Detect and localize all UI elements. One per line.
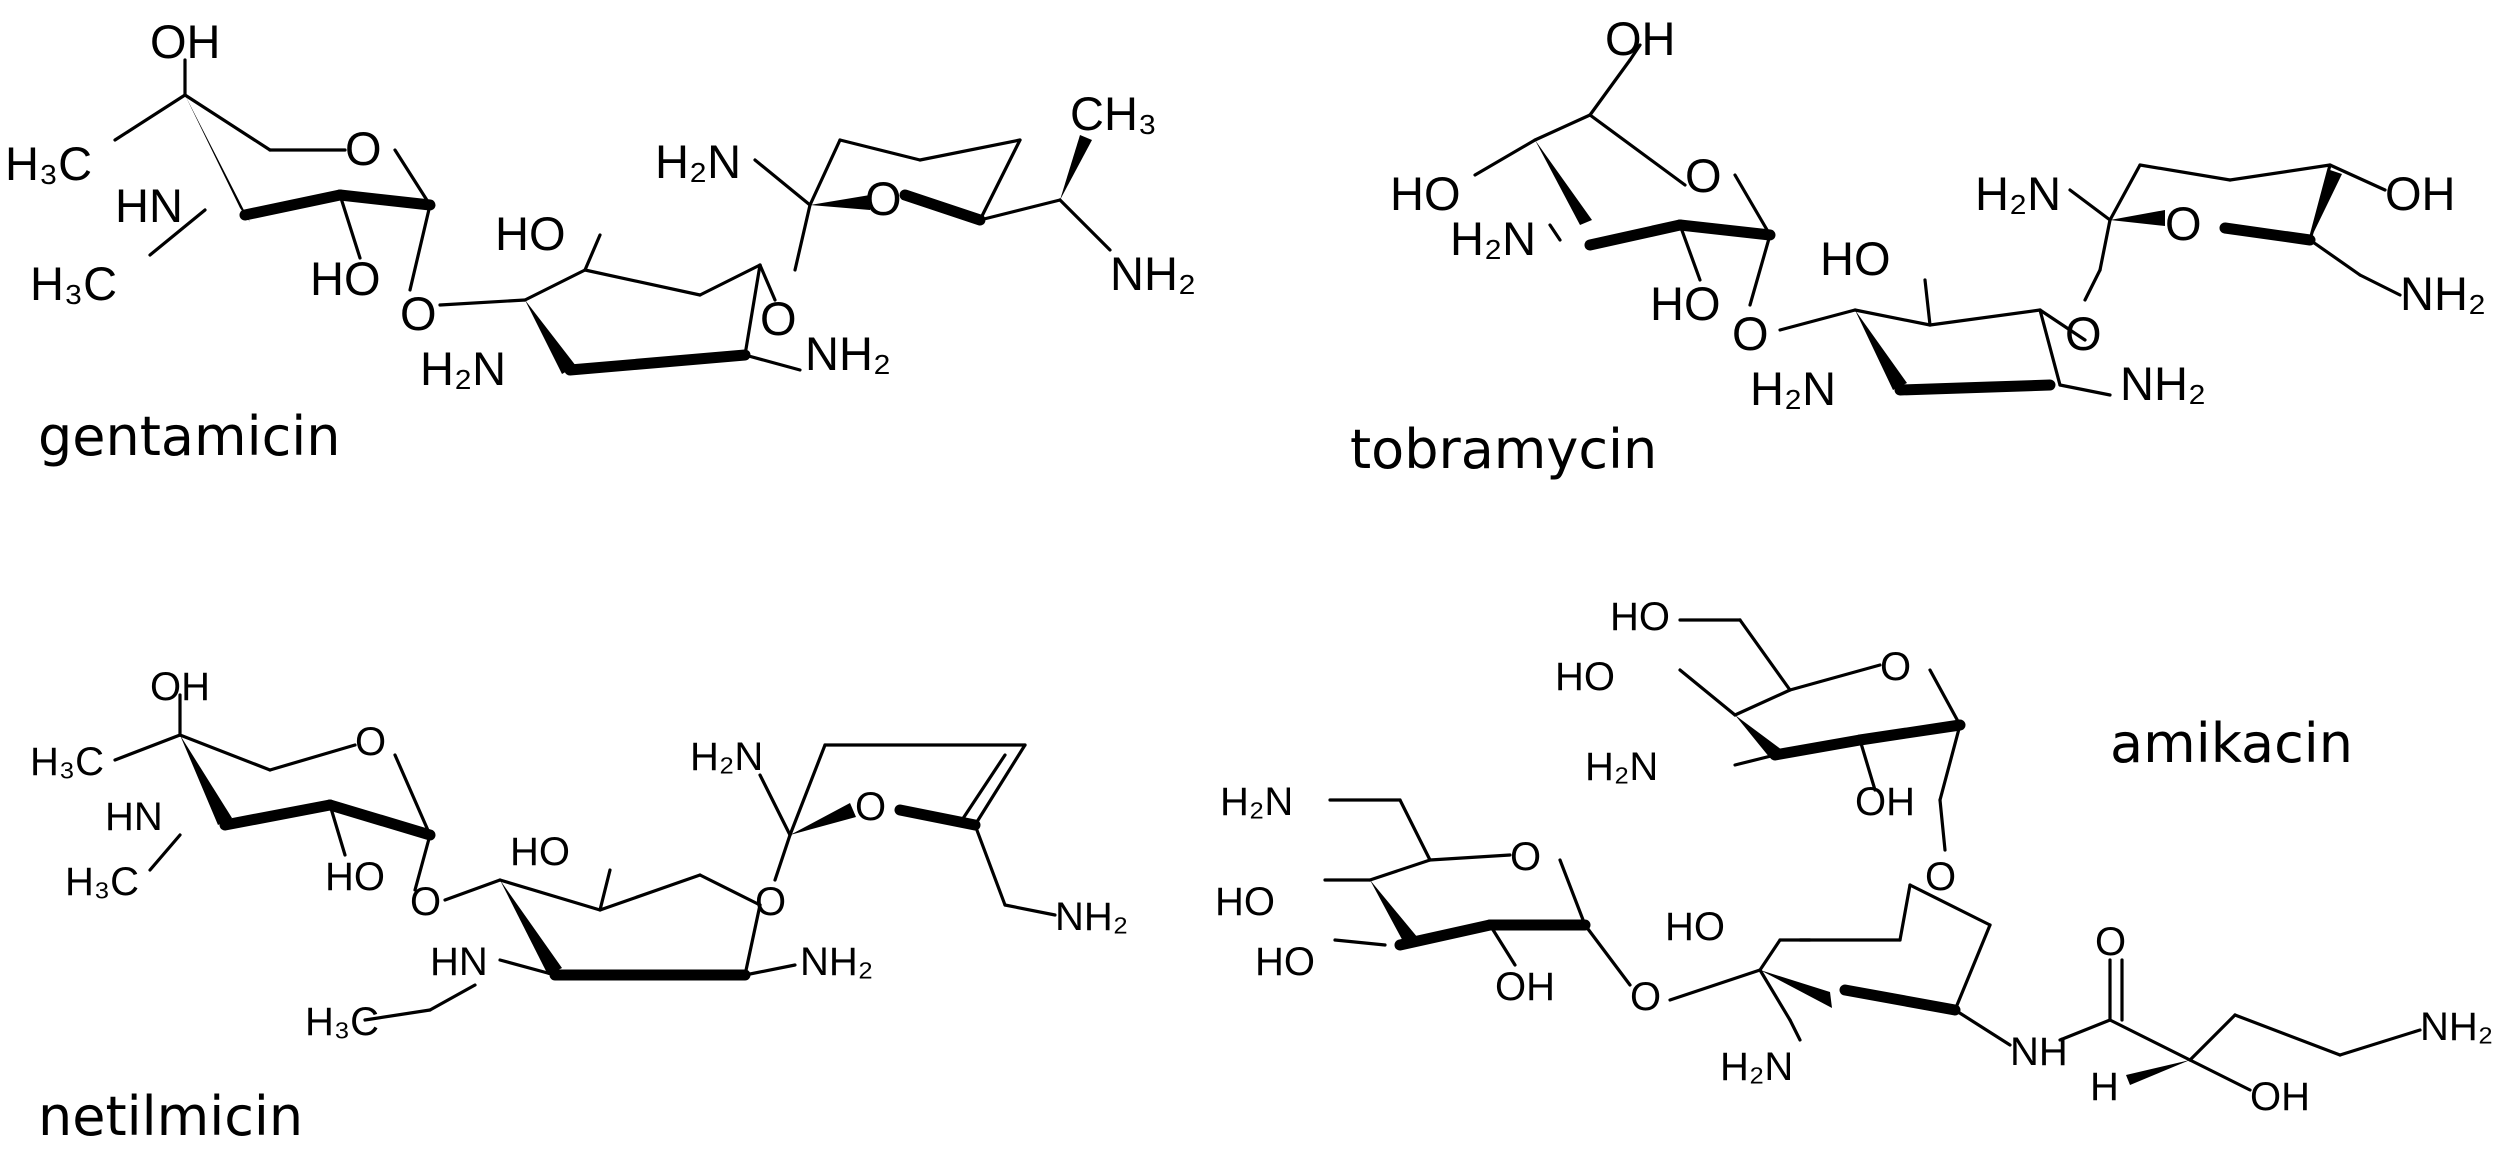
- tobramycin-glyco-o-label: O: [1732, 307, 1769, 360]
- tobramycin-ring-o-label: O: [1685, 149, 1722, 202]
- netilmicin-h3c-label: H₃C: [30, 740, 104, 784]
- netilmicin-hn-label: HN: [105, 795, 163, 839]
- gentamicin-nh2-label-2: NH₂: [1110, 247, 1196, 300]
- netilmicin-glyco-o-label: O: [410, 880, 441, 924]
- amikacin-h2n-label-3: H₂N: [1720, 1045, 1793, 1089]
- gentamicin-name: gentamicin: [38, 405, 341, 468]
- amikacin-structure: HO HO O H₂N OH O H₂N O HO HO OH O HO H₂N…: [1215, 595, 2493, 1119]
- amikacin-ho-label-3: HO: [1215, 880, 1275, 924]
- tobramycin-name: tobramycin: [1350, 418, 1657, 481]
- netilmicin-nh2-label-2: NH₂: [1055, 895, 1128, 939]
- amikacin-ho-label: HO: [1610, 595, 1670, 639]
- netilmicin-h3c-label-3: H₃C: [305, 1000, 379, 1044]
- gentamicin-oh-label: OH: [150, 15, 221, 68]
- netilmicin-nh2-label: NH₂: [800, 940, 873, 984]
- tobramycin-oh-label: OH: [1605, 12, 1676, 65]
- tobramycin-glyco-o-label-2: O: [2065, 307, 2102, 360]
- gentamicin-ch3-label: CH₃: [1070, 87, 1157, 140]
- netilmicin-ring-o-label-2: O: [855, 785, 886, 829]
- amikacin-ring-o-label-2: O: [1510, 835, 1541, 879]
- gentamicin-glyco-o-label-2: O: [760, 292, 797, 345]
- tobramycin-h2n-label: H₂N: [1450, 212, 1536, 265]
- tobramycin-h2n-label-2: H₂N: [1750, 362, 1836, 415]
- amikacin-ho-label-5: HO: [1665, 905, 1725, 949]
- amikacin-glyco-o-label-2: O: [1630, 975, 1661, 1019]
- amikacin-nh2-label: NH₂: [2420, 1005, 2493, 1049]
- gentamicin-hn-label: HN: [115, 179, 183, 232]
- amikacin-glyco-o-label: O: [1925, 855, 1956, 899]
- netilmicin-name: netilmicin: [38, 1085, 303, 1148]
- netilmicin-h3c-label-2: H₃C: [65, 860, 139, 904]
- netilmicin-h2n-label: H₂N: [690, 735, 763, 779]
- gentamicin-glyco-o-label: O: [400, 287, 437, 340]
- amikacin-carbonyl-o-label: O: [2095, 920, 2126, 964]
- amikacin-ho-label-2: HO: [1555, 655, 1615, 699]
- tobramycin-nh2-label-2: NH₂: [2400, 267, 2486, 320]
- gentamicin-nh2-label: NH₂: [805, 327, 891, 380]
- tobramycin-oh-label-2: OH: [2385, 167, 2456, 220]
- gentamicin-h3c-label-2: H₃C: [30, 257, 117, 310]
- amikacin-h2n-label: H₂N: [1585, 745, 1658, 789]
- netilmicin-ho-label-2: HO: [510, 830, 570, 874]
- gentamicin-ho-label: HO: [310, 252, 381, 305]
- gentamicin-ring-o-label: O: [345, 122, 382, 175]
- tobramycin-ho-label: HO: [1390, 167, 1461, 220]
- tobramycin-ring-o-label-2: O: [2165, 197, 2202, 250]
- amikacin-oh-label-2: OH: [1495, 965, 1555, 1009]
- netilmicin-oh-label: OH: [150, 665, 210, 709]
- amikacin-oh-label: OH: [1855, 780, 1915, 824]
- gentamicin-structure: OH H₃C O HN H₃C HO O HO H₂N O NH₂ H₂N O …: [5, 15, 1196, 468]
- netilmicin-glyco-o-label-2: O: [755, 880, 786, 924]
- amikacin-nh-label: NH: [2010, 1030, 2068, 1074]
- amikacin-h2n-label-2: H₂N: [1220, 780, 1293, 824]
- amikacin-h-label: H: [2090, 1065, 2119, 1109]
- amikacin-ho-label-4: HO: [1255, 940, 1315, 984]
- gentamicin-h2n-label: H₂N: [420, 342, 506, 395]
- netilmicin-hn-label-2: HN: [430, 940, 488, 984]
- gentamicin-h3c-label: H₃C: [5, 137, 92, 190]
- tobramycin-ho-label-3: HO: [1820, 232, 1891, 285]
- tobramycin-h2n-label-3: H₂N: [1975, 167, 2061, 220]
- amikacin-oh-label-3: OH: [2250, 1075, 2310, 1119]
- netilmicin-ho-label: HO: [325, 855, 385, 899]
- netilmicin-structure: OH H₃C O HN H₃C HO O HO HN H₃C O NH₂ H₂N…: [30, 665, 1128, 1148]
- amikacin-name: amikacin: [2110, 712, 2353, 775]
- gentamicin-ring-o-label-2: O: [865, 172, 902, 225]
- tobramycin-structure: OH HO O H₂N HO O HO H₂N O NH₂ H₂N O OH N…: [1350, 12, 2486, 481]
- tobramycin-ho-label-2: HO: [1650, 277, 1721, 330]
- gentamicin-ho-label-2: HO: [495, 207, 566, 260]
- gentamicin-h2n-label-2: H₂N: [655, 135, 741, 188]
- netilmicin-ring-o-label: O: [355, 720, 386, 764]
- amikacin-ring-o-label: O: [1880, 645, 1911, 689]
- tobramycin-nh2-label: NH₂: [2120, 357, 2206, 410]
